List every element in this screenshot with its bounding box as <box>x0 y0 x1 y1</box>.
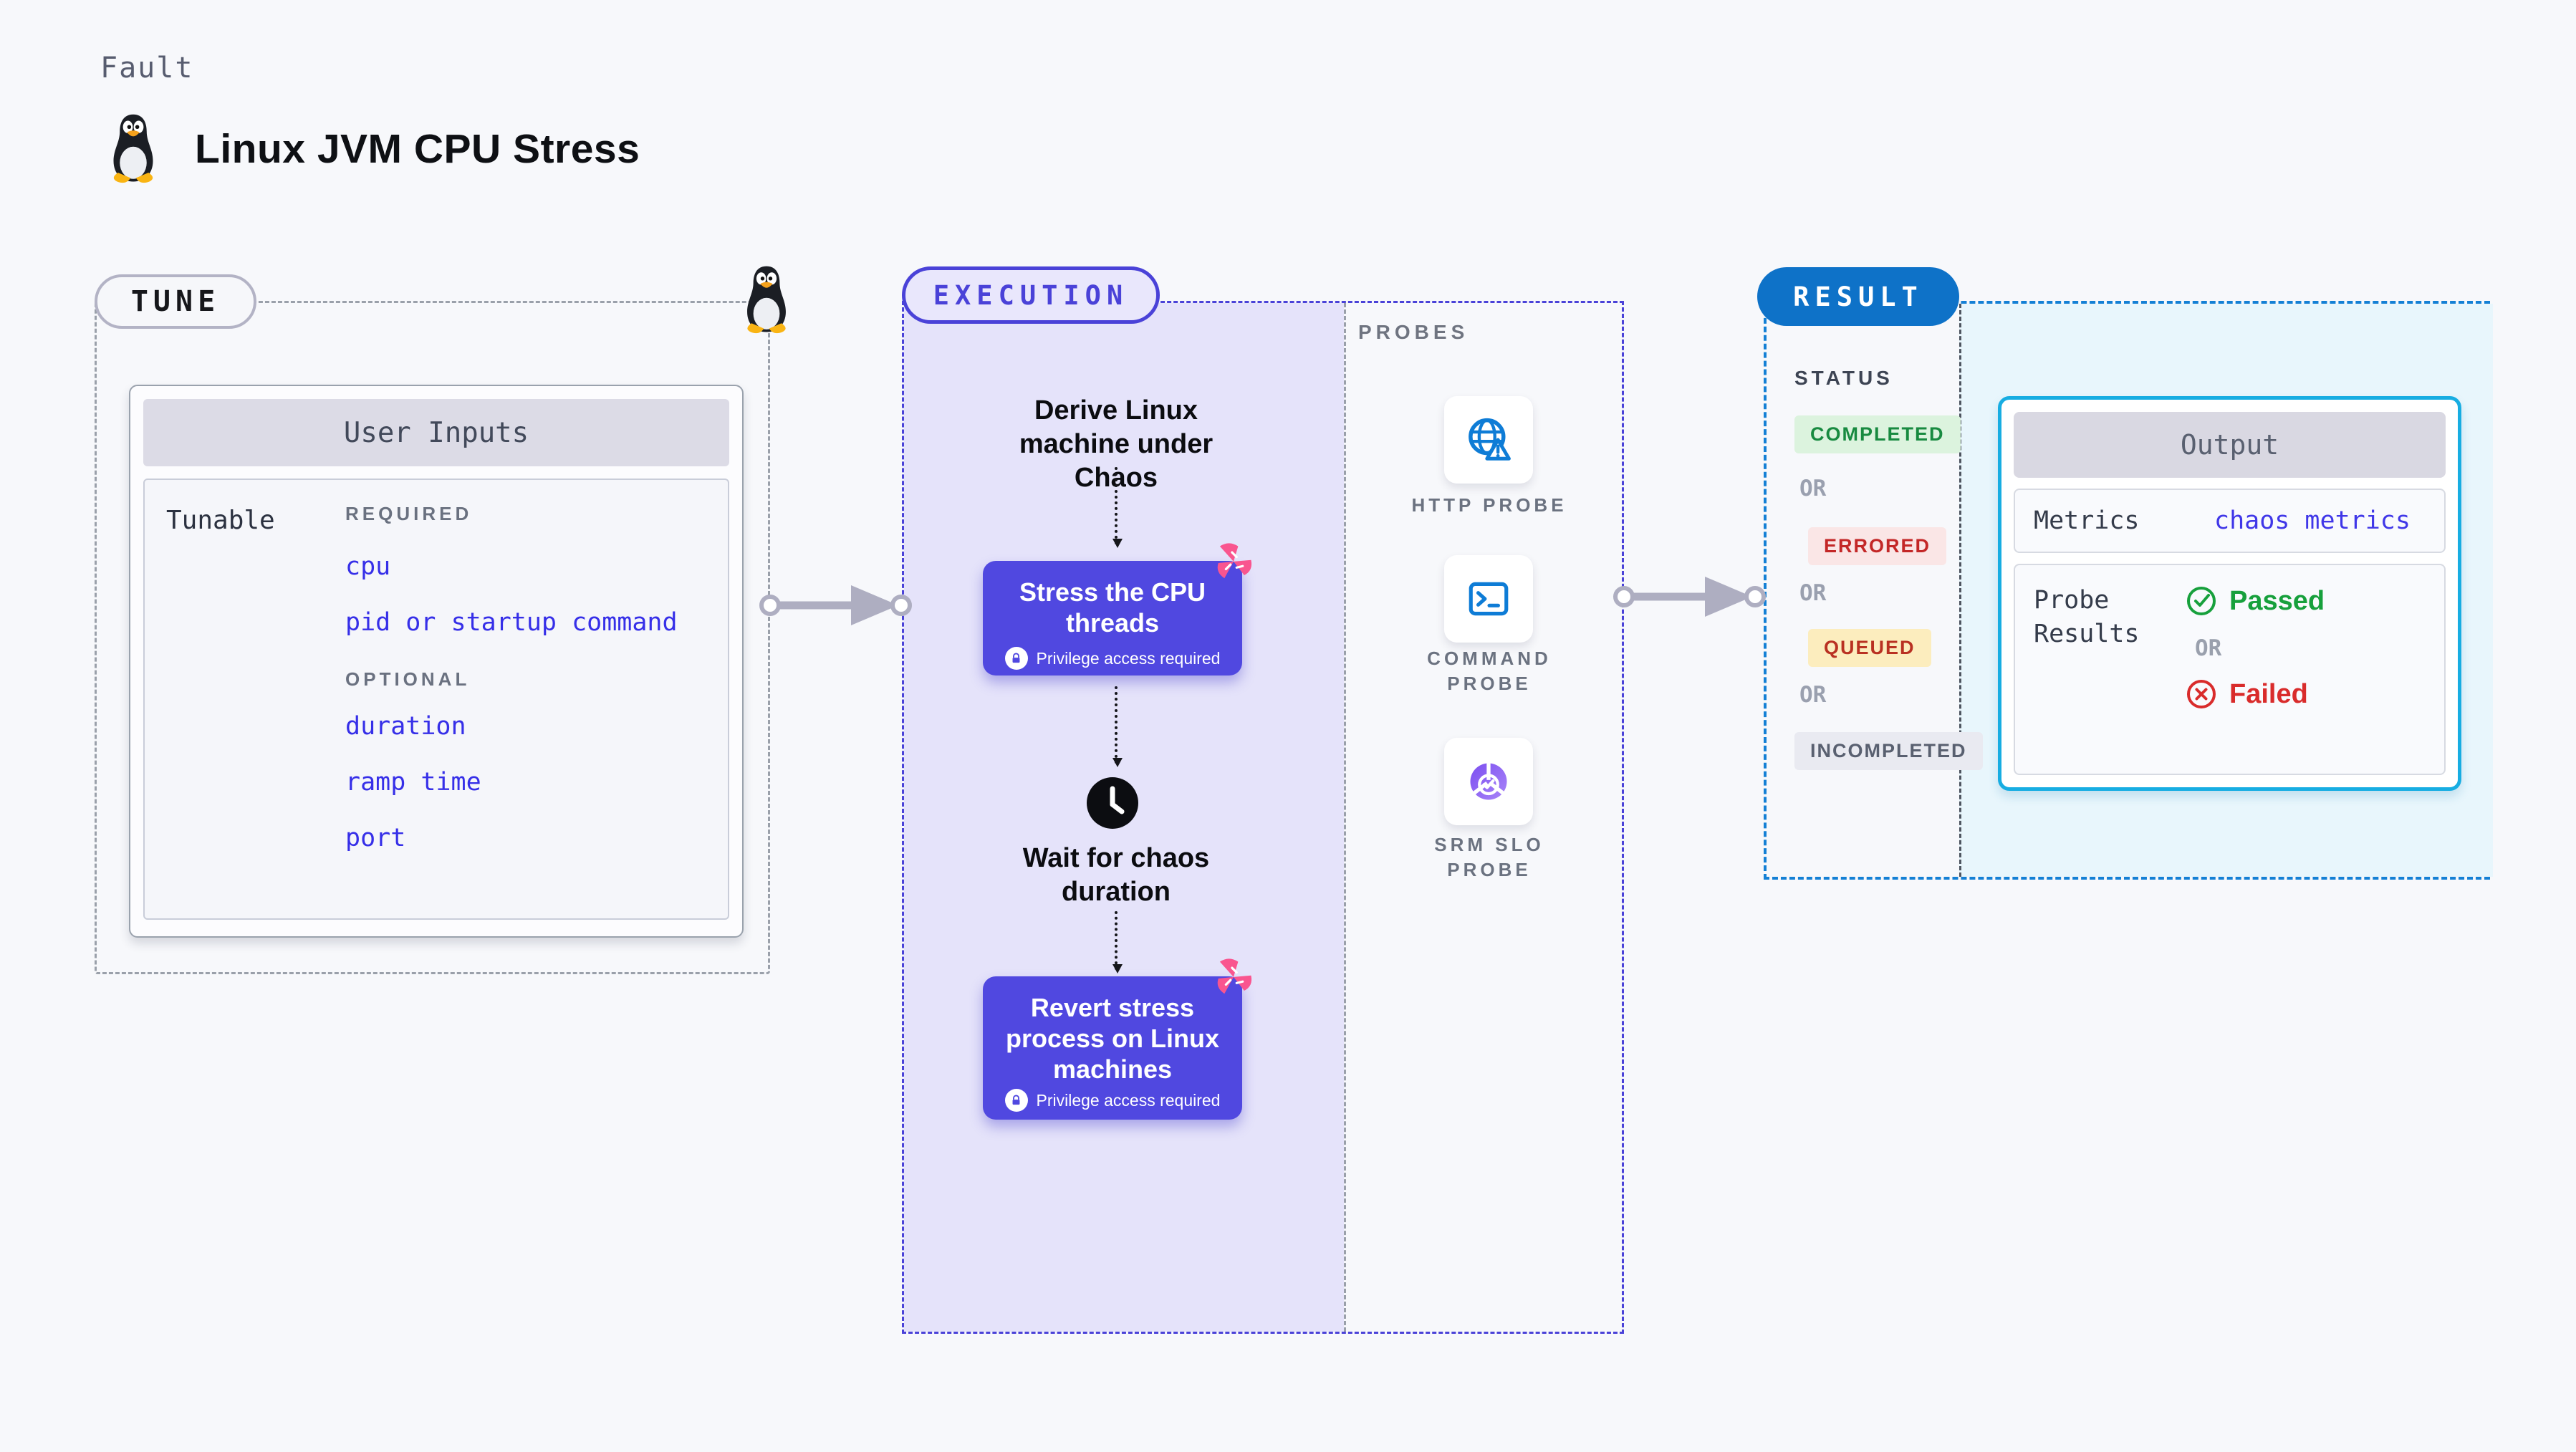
result-divider <box>1959 304 1961 877</box>
pinwheel-icon <box>1217 958 1252 994</box>
chaos-metrics-link[interactable]: chaos metrics <box>2214 506 2411 535</box>
or-separator: OR <box>1799 476 1827 501</box>
dotted-connector-1 <box>1112 467 1123 548</box>
clock-icon <box>1085 776 1140 830</box>
execution-section-label: EXECUTION <box>902 266 1160 324</box>
dotted-connector-3 <box>1112 911 1123 973</box>
user-inputs-body: Tunable REQUIRED cpu pid or startup comm… <box>143 479 729 920</box>
page-title: Linux JVM CPU Stress <box>195 126 640 172</box>
privilege-note: Privilege access required <box>1036 648 1221 668</box>
flow-arrow-execution-to-result <box>1613 577 1766 617</box>
status-badge-errored: ERRORED <box>1808 527 1947 565</box>
status-badge-queued: QUEUED <box>1808 629 1931 667</box>
failed-label: Failed <box>2229 678 2308 709</box>
fault-eyebrow: Fault <box>100 52 194 85</box>
lock-icon <box>1004 1089 1028 1112</box>
probes-divider <box>1344 303 1346 1332</box>
status-badge-completed: COMPLETED <box>1794 415 1961 453</box>
srm-slo-probe-card[interactable] <box>1444 738 1533 825</box>
http-probe-label: HTTP PROBE <box>1411 494 1567 516</box>
tune-section-label: TUNE <box>95 274 256 329</box>
wait-step-text: Wait for chaos duration <box>1022 843 1210 907</box>
passed-label: Passed <box>2229 585 2325 616</box>
tunable-link-ramp-time[interactable]: ramp time <box>345 768 481 797</box>
http-probe-card[interactable] <box>1444 396 1533 484</box>
pinwheel-icon <box>1217 543 1252 579</box>
command-probe-card[interactable] <box>1444 555 1533 643</box>
tux-penguin-icon <box>113 114 153 183</box>
user-inputs-title: User Inputs <box>143 399 729 466</box>
globe-alert-icon <box>1469 418 1511 461</box>
check-circle-icon <box>2187 587 2216 615</box>
or-separator: OR <box>1799 682 1827 708</box>
dotted-connector-2 <box>1112 686 1123 767</box>
probes-section-label: PROBES <box>1358 321 1469 343</box>
user-inputs-card: User Inputs Tunable REQUIRED cpu pid or … <box>129 385 744 938</box>
optional-group-label: OPTIONAL <box>345 668 471 690</box>
tunable-link-port[interactable]: port <box>345 824 406 852</box>
command-probe-label: COMMAND PROBE <box>1427 648 1552 694</box>
tune-section-box <box>95 301 770 974</box>
probe-results-row: Probe Results Passed OR Failed <box>2014 564 2446 775</box>
or-separator: OR <box>1799 580 1827 606</box>
tunable-link-pid-or-startup-command[interactable]: pid or startup command <box>345 608 678 637</box>
lock-icon <box>1004 647 1028 670</box>
tunable-row-label: Tunable <box>166 506 275 535</box>
or-separator: OR <box>2195 635 2222 661</box>
metrics-row: Metrics chaos metrics <box>2014 489 2446 553</box>
tunable-link-cpu[interactable]: cpu <box>345 552 391 581</box>
privilege-note: Privilege access required <box>1036 1090 1221 1110</box>
terminal-icon <box>1469 582 1509 616</box>
stress-cpu-node[interactable]: Stress the CPU threads Privilege access … <box>983 561 1242 675</box>
output-card: Output Metrics chaos metrics Probe Resul… <box>1998 396 2461 791</box>
status-badge-incompleted: INCOMPLETED <box>1794 732 1983 770</box>
slo-pie-check-icon <box>1470 763 1507 800</box>
status-heading: STATUS <box>1794 367 1893 389</box>
metrics-label: Metrics <box>2034 506 2140 535</box>
required-group-label: REQUIRED <box>345 503 473 524</box>
x-circle-icon <box>2187 680 2216 708</box>
result-section-label: RESULT <box>1757 267 1959 326</box>
stress-cpu-node-title: Stress the CPU threads <box>1019 577 1206 638</box>
probe-results-label: Probe Results <box>2034 586 2140 648</box>
tux-penguin-icon <box>747 266 786 334</box>
tunable-link-duration[interactable]: duration <box>345 712 466 741</box>
srm-slo-probe-label: SRM SLO PROBE <box>1434 834 1544 880</box>
output-title: Output <box>2014 412 2446 478</box>
revert-stress-node[interactable]: Revert stress process on Linux machines … <box>983 976 1242 1120</box>
flow-arrow-tune-to-execution <box>759 585 912 625</box>
revert-stress-node-title: Revert stress process on Linux machines <box>1005 993 1220 1084</box>
